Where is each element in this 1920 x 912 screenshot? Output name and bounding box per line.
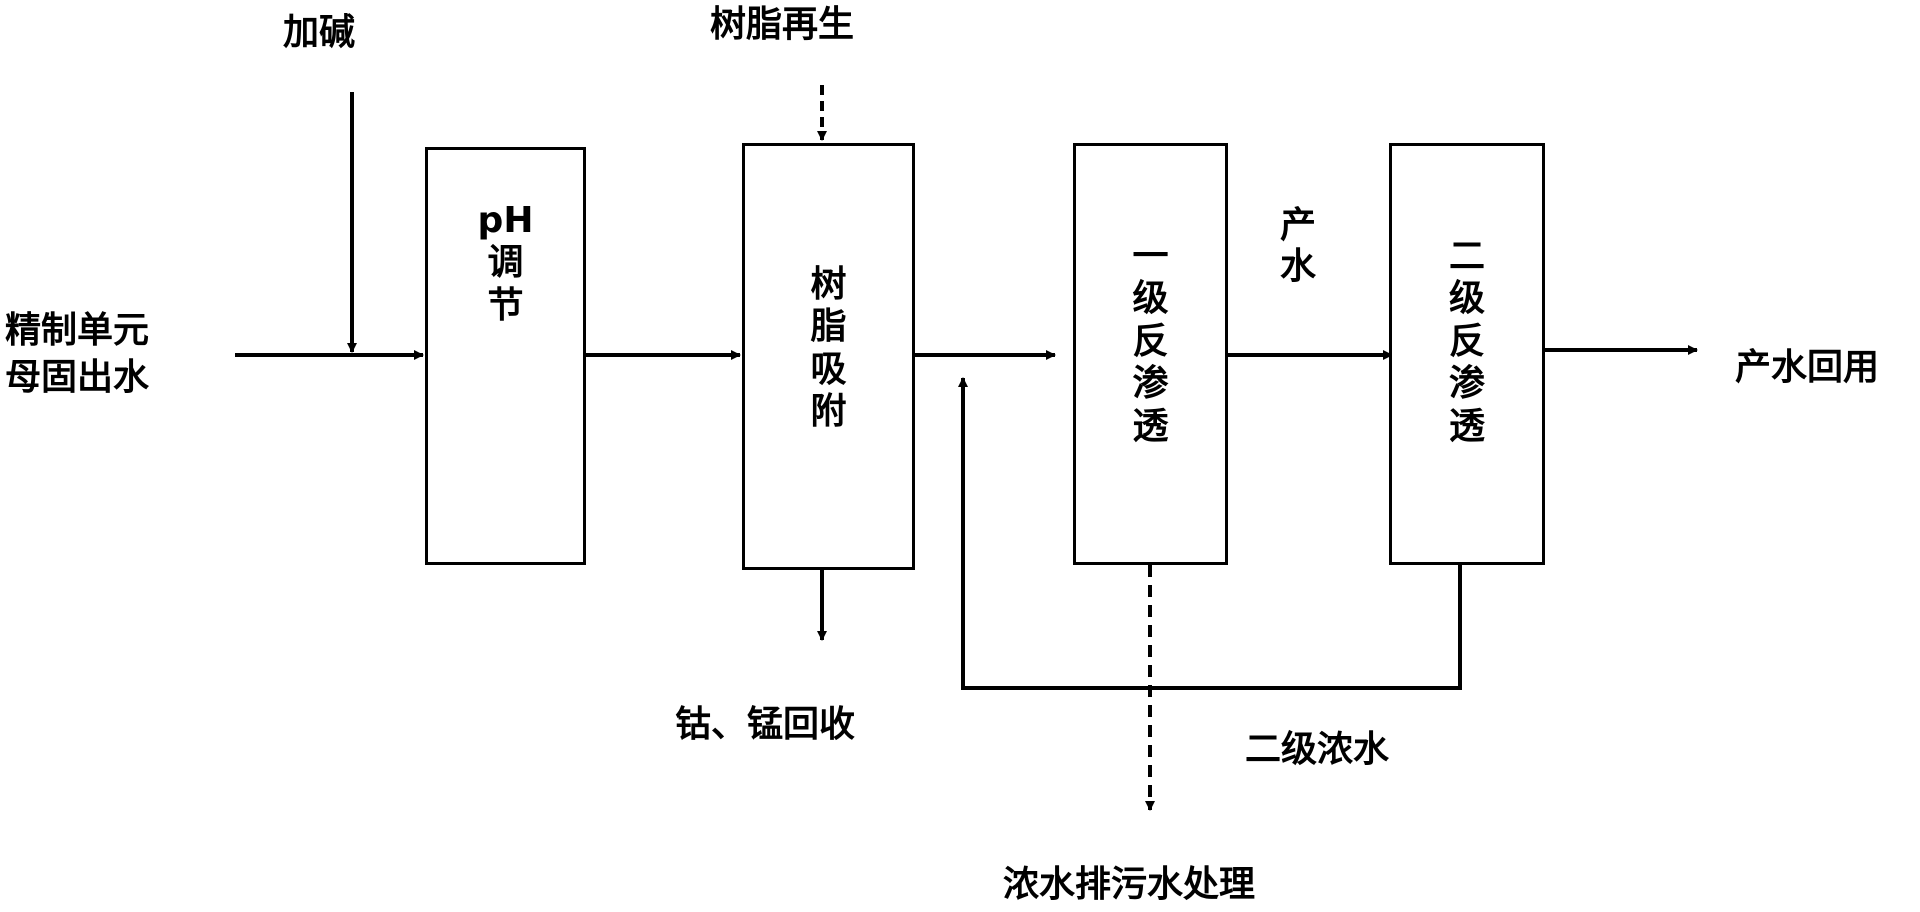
stage2-concentrate-label: 二级浓水 xyxy=(1245,729,1390,770)
metal-recovery-label: 钴、锰回收 xyxy=(675,704,856,745)
ro-stage1-unit: 一 级 反 渗 透 xyxy=(1073,143,1228,565)
stage2-recycle-line xyxy=(958,377,1462,690)
permeate-label: 产 水 xyxy=(1280,205,1317,288)
ro-stage2-unit: 二 级 反 渗 透 xyxy=(1389,143,1545,565)
resin-regen-label: 树脂再生 xyxy=(710,4,855,45)
concentrate-discharge-label: 浓水排污水处理 xyxy=(1003,864,1256,905)
alkali-label: 加碱 xyxy=(283,12,356,53)
resin-adsorption-label: 树 脂 吸 附 xyxy=(810,264,847,433)
ph-adjust-label: pH 调 节 xyxy=(477,200,534,326)
resin-adsorption-unit: 树 脂 吸 附 xyxy=(742,143,915,570)
ro-stage2-label: 二 级 反 渗 透 xyxy=(1448,236,1485,447)
feed-label: 精制单元 母固出水 xyxy=(5,310,150,398)
ro-stage1-label: 一 级 反 渗 透 xyxy=(1132,236,1169,447)
ph-adjust-unit: pH 调 节 xyxy=(425,147,586,565)
reuse-label: 产水回用 xyxy=(1735,347,1880,388)
